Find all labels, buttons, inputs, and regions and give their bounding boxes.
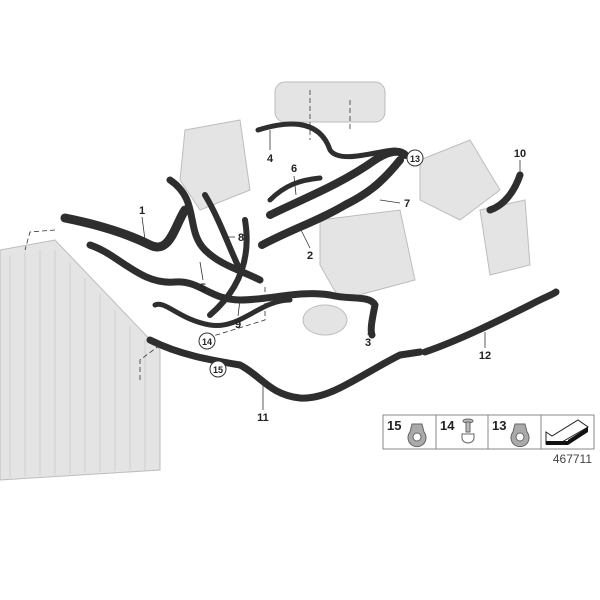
hoses bbox=[60, 121, 560, 402]
callout-14-circle bbox=[198, 332, 216, 350]
hose-clamp-icon bbox=[407, 423, 427, 448]
callout-13[interactable]: 13 bbox=[410, 154, 420, 164]
legend-label-13: 13 bbox=[492, 418, 506, 433]
callout-3[interactable]: 3 bbox=[365, 337, 371, 349]
hose-clamp-icon bbox=[510, 423, 530, 448]
direction-arrow-icon bbox=[545, 419, 589, 445]
engine-components bbox=[179, 81, 531, 336]
callout-4[interactable]: 4 bbox=[267, 153, 274, 165]
diagram-reference-number: 467711 bbox=[553, 452, 592, 466]
callout-7[interactable]: 7 bbox=[404, 198, 410, 210]
expanding-rivet-icon bbox=[461, 418, 475, 444]
leader-lines bbox=[141, 130, 521, 410]
callout-14[interactable]: 14 bbox=[202, 337, 212, 347]
callout-9[interactable]: 9 bbox=[235, 319, 241, 331]
legend-label-14: 14 bbox=[440, 418, 455, 433]
callout-5[interactable]: 5 bbox=[200, 282, 206, 294]
radiator bbox=[0, 239, 161, 481]
callout-11[interactable]: 11 bbox=[257, 412, 269, 424]
dashed-guides bbox=[24, 90, 351, 380]
callout-1[interactable]: 1 bbox=[139, 205, 145, 217]
legend: 15 14 13 467711 bbox=[382, 414, 595, 466]
callout-2[interactable]: 2 bbox=[307, 250, 313, 262]
callout-15[interactable]: 15 bbox=[213, 365, 223, 375]
callout-15-circle bbox=[209, 360, 227, 378]
legend-label-15: 15 bbox=[387, 418, 401, 433]
callout-12[interactable]: 12 bbox=[479, 350, 491, 362]
callout-6[interactable]: 6 bbox=[291, 163, 297, 175]
callout-8[interactable]: 8 bbox=[238, 232, 244, 244]
callout-13-circle bbox=[406, 149, 424, 167]
callout-10[interactable]: 10 bbox=[514, 148, 526, 160]
